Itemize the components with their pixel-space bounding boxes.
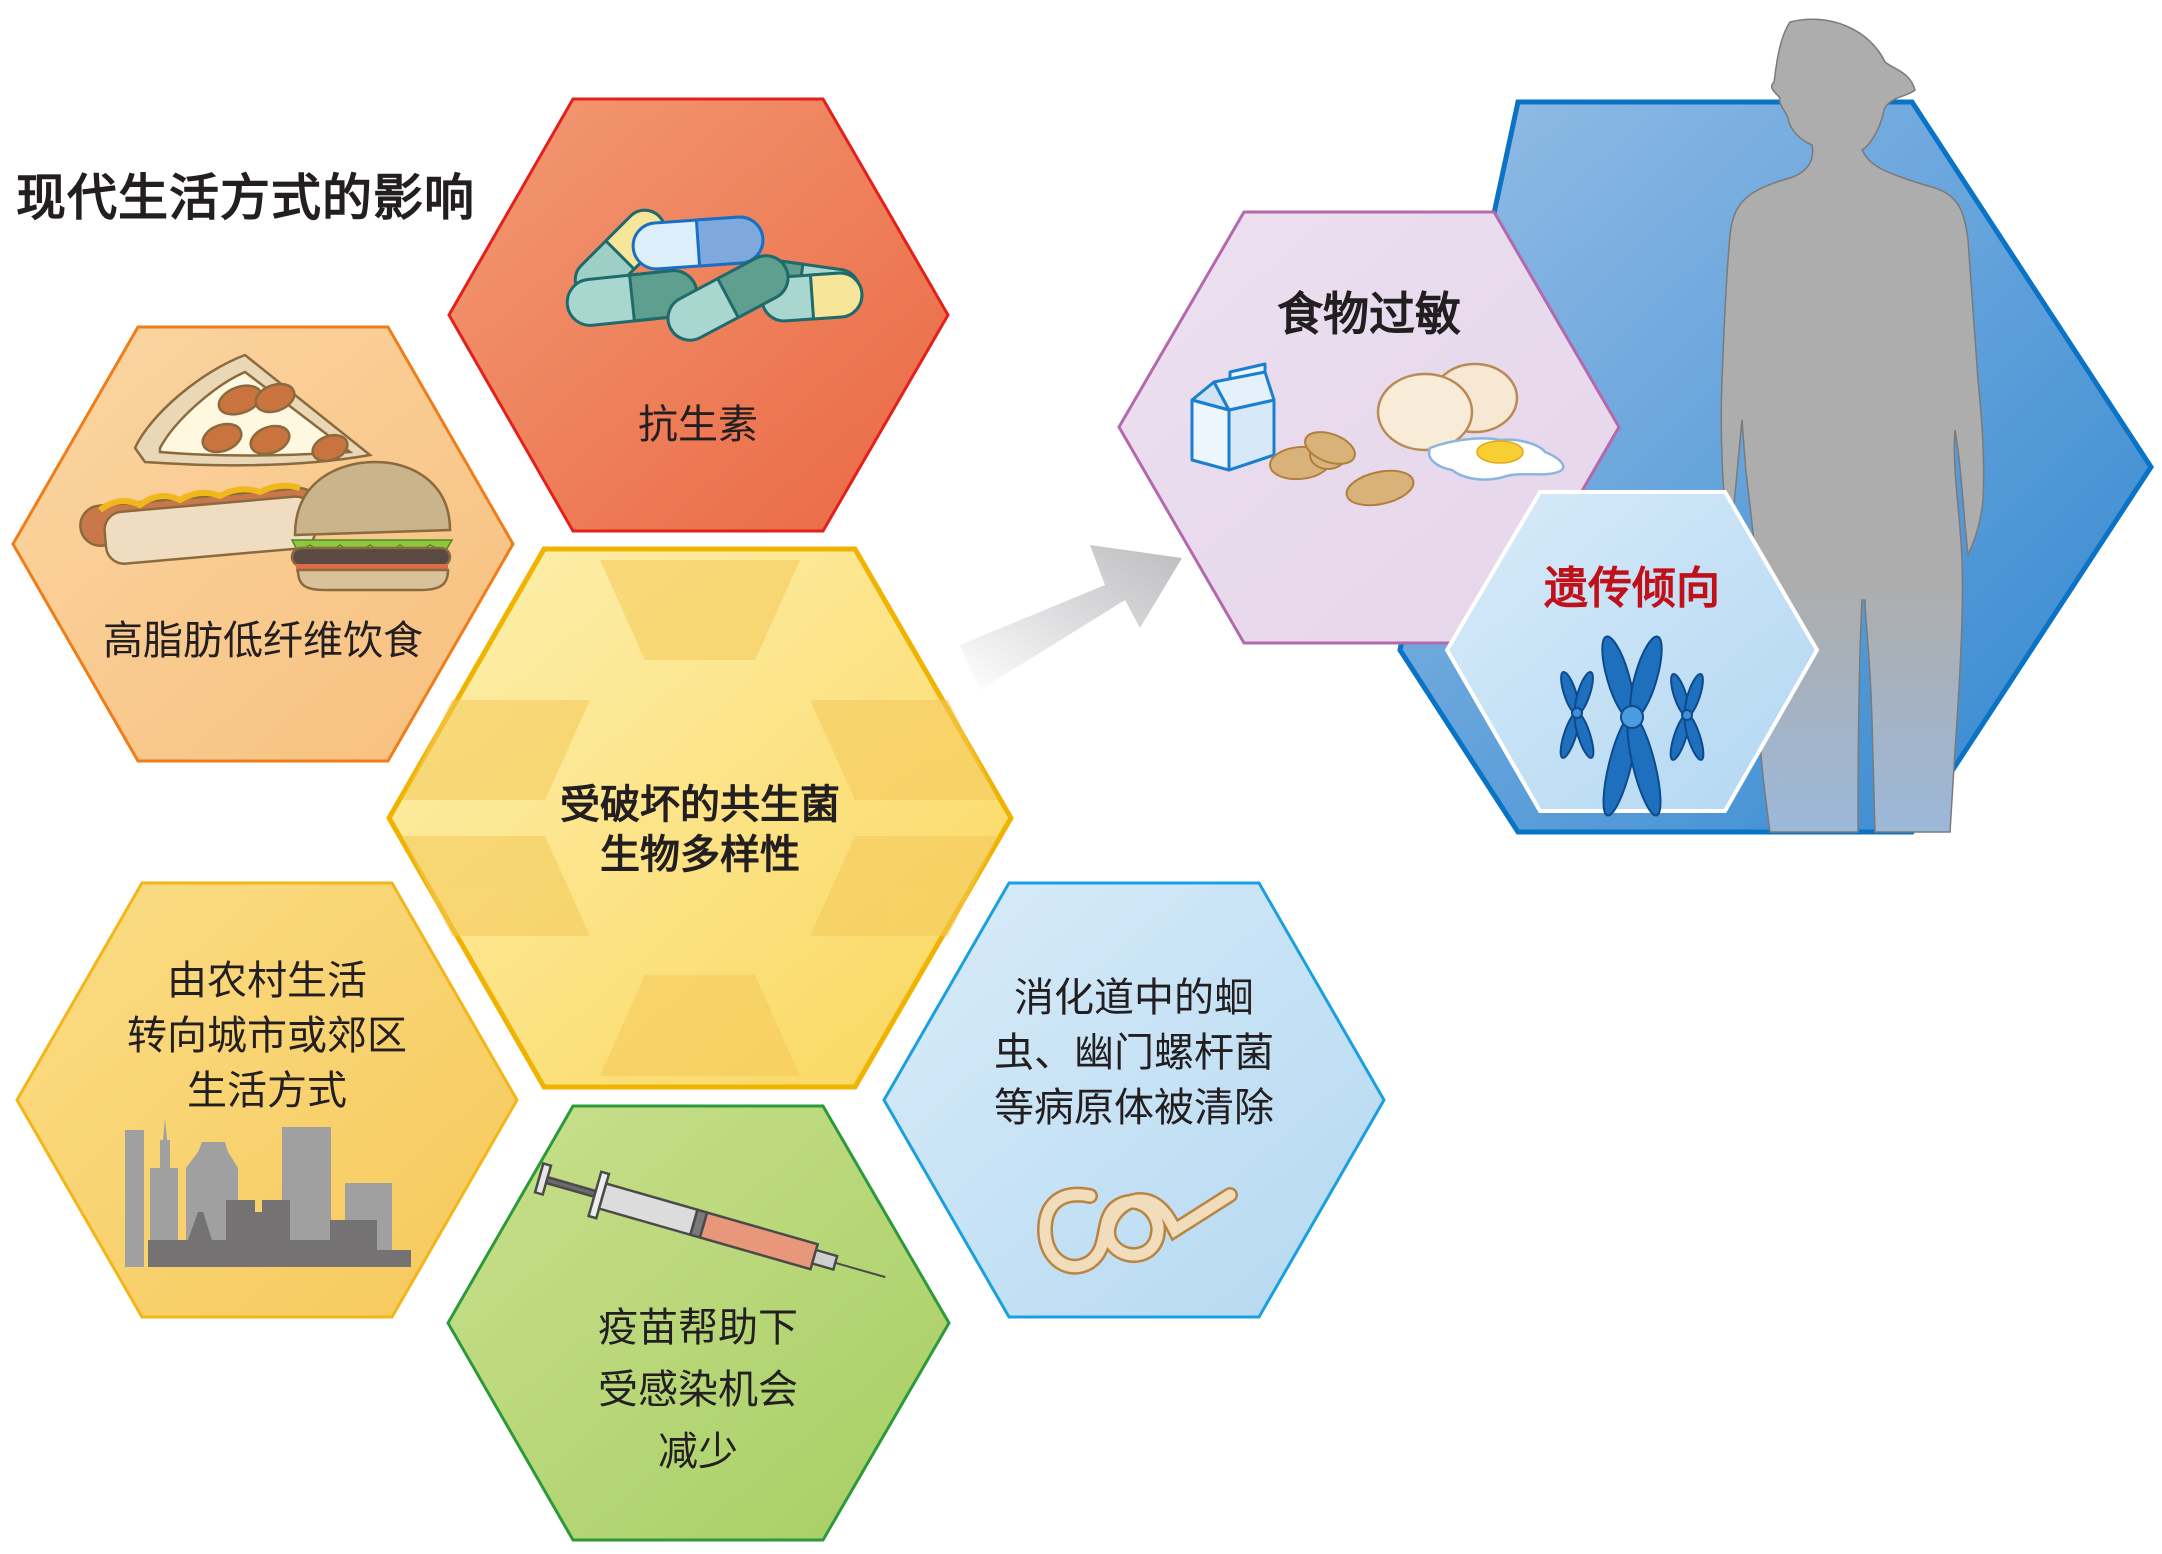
- pathogens-label-line3: 等病原体被清除: [994, 1085, 1274, 1131]
- genetics-hexagon: [1444, 490, 1820, 813]
- pathogens-label-line2: 虫、幽门螺杆菌: [994, 1030, 1274, 1076]
- pathogens-hexagon: [882, 881, 1386, 1319]
- eggs-icon: [1376, 362, 1565, 481]
- diet-label: 高脂肪低纤维饮食: [103, 618, 423, 664]
- capsules-icon: [565, 208, 864, 342]
- worm-icon: [1036, 1186, 1238, 1275]
- center-label-line2: 生物多样性: [600, 832, 800, 878]
- genetics-label: 遗传倾向: [1544, 563, 1720, 614]
- vaccine-hexagon: [446, 1104, 951, 1542]
- food-allergy-label: 食物过敏: [1277, 287, 1461, 341]
- center-label-line1: 受破坏的共生菌: [560, 782, 840, 828]
- antibiotics-label: 抗生素: [638, 402, 758, 448]
- page-title: 现代生活方式的影响: [16, 169, 475, 227]
- vaccine-label-line3: 减少: [658, 1429, 738, 1475]
- syringe-icon: [533, 1161, 886, 1279]
- chromosomes-icon: [1559, 635, 1705, 817]
- honeycomb-pattern: [402, 560, 998, 1076]
- city-skyline-icon: [125, 1118, 411, 1267]
- milk-carton-icon: [1190, 362, 1276, 472]
- fast-food-icon: [79, 353, 454, 592]
- urban-label-line2: 转向城市或郊区: [127, 1013, 407, 1059]
- vaccine-label-line2: 受感染机会: [598, 1367, 798, 1413]
- arrow-icon: [960, 545, 1182, 690]
- urban-label-line3: 生活方式: [187, 1068, 347, 1114]
- urban-label-line1: 由农村生活: [167, 958, 367, 1004]
- center-hexagon: [386, 546, 1014, 1090]
- vaccine-label-line1: 疫苗帮助下: [598, 1305, 798, 1351]
- pathogens-label-line1: 消化道中的蛔: [1014, 975, 1254, 1021]
- peanuts-icon: [1269, 431, 1415, 507]
